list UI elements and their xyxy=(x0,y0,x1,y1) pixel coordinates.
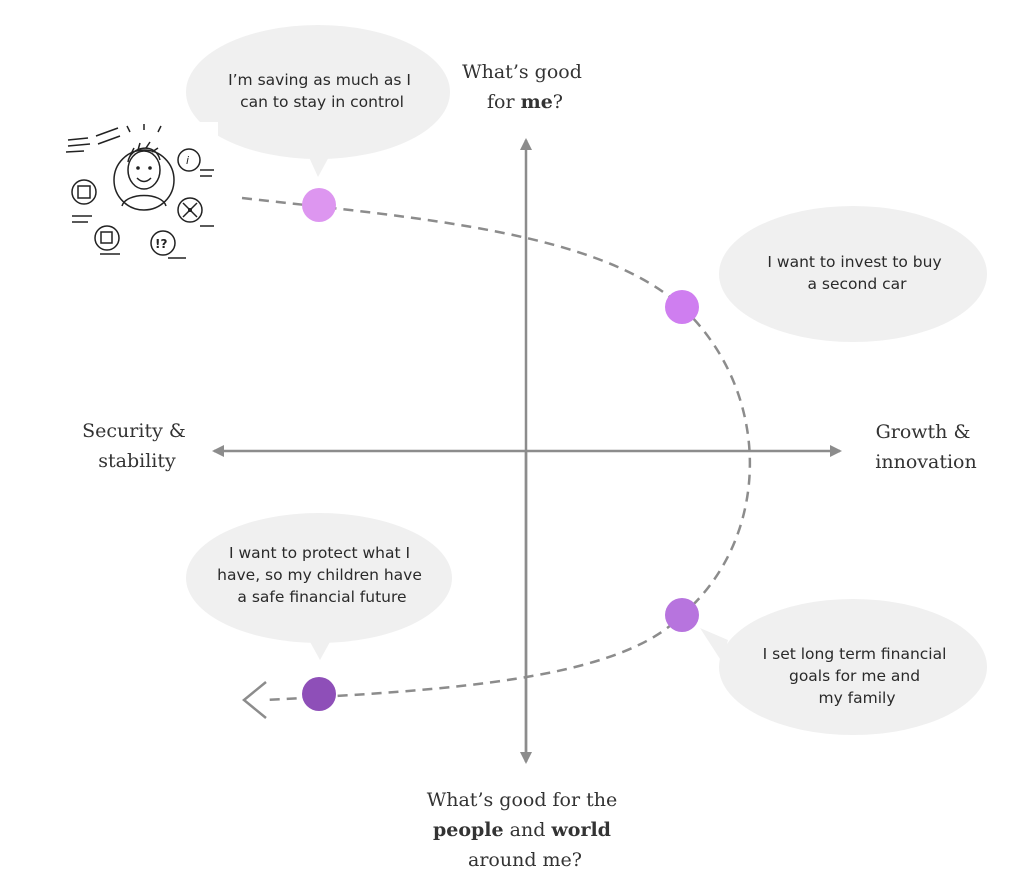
speech-bubble-invest: I want to invest to buy a second car xyxy=(719,206,987,342)
bubble-invest-line-1: I want to invest to buy xyxy=(767,253,941,271)
svg-text:!?: !? xyxy=(155,237,167,251)
bubble-protect-line-2: have, so my children have xyxy=(217,566,422,584)
bubble-protect-line-3: a safe financial future xyxy=(237,588,406,606)
svg-text:I want to invest to buy: I want to invest to buy a second car xyxy=(767,253,946,293)
bubble-invest-line-2: a second car xyxy=(807,275,907,293)
axis-bottom-line-2: people and world xyxy=(433,819,611,841)
axis-bottom-line-3: around me? xyxy=(468,849,582,871)
axis-top-line-1: What’s good xyxy=(462,61,582,83)
axis-label-left: Security & stability xyxy=(82,420,192,472)
bubble-goals-line-1: I set long term financial xyxy=(763,645,947,663)
speech-bubble-saving: I’m saving as much as I can to stay in c… xyxy=(186,25,450,177)
axis-right-line-2: innovation xyxy=(875,451,976,473)
axis-bottom-mid: and xyxy=(504,819,552,841)
svg-text:I set long term financial: I set long term financial goals for me a… xyxy=(763,645,952,707)
axis-bottom-line-1: What’s good for the xyxy=(427,789,618,811)
axis-left-line-1: Security & xyxy=(82,420,186,442)
speech-bubble-protect: I want to protect what I have, so my chi… xyxy=(186,513,452,660)
axis-label-bottom: What’s good for the people and world aro… xyxy=(427,789,624,871)
bubble-goals-line-3: my family xyxy=(818,689,895,707)
svg-text:I want to protect what I: I want to protect what I have, so my chi… xyxy=(217,544,427,606)
journey-path xyxy=(241,196,752,702)
journey-dot-goals xyxy=(665,598,699,632)
journey-dot-saving xyxy=(302,188,336,222)
axis-label-top: What’s good for me? xyxy=(462,61,588,113)
bubble-saving-line-1: I’m saving as much as I xyxy=(228,71,411,89)
axis-top-bold: me xyxy=(521,91,553,113)
axis-top-suffix: ? xyxy=(553,91,563,113)
svg-text:i: i xyxy=(186,154,189,167)
axis-right-line-1: Growth & xyxy=(876,421,971,443)
bubble-saving-line-2: can to stay in control xyxy=(240,93,404,111)
journey-arrow-icon xyxy=(242,681,267,719)
bubble-protect-line-1: I want to protect what I xyxy=(229,544,410,562)
axis-bottom-bold-a: people xyxy=(433,819,504,841)
persona-sketch-icon: i !? xyxy=(62,122,218,260)
axis-top-prefix: for xyxy=(487,91,521,113)
bubble-goals-line-2: goals for me and xyxy=(789,667,920,685)
axis-left-line-2: stability xyxy=(98,450,176,472)
speech-bubble-goals: I set long term financial goals for me a… xyxy=(700,599,987,735)
axis-bottom-bold-b: world xyxy=(550,819,611,841)
axis-label-right: Growth & innovation xyxy=(875,421,976,473)
axis-top-line-2: for me? xyxy=(487,91,563,113)
journey-dot-protect xyxy=(302,677,336,711)
journey-dot-invest xyxy=(665,290,699,324)
svg-text:I’m saving as much as I: I’m saving as much as I can to stay in c… xyxy=(228,71,416,111)
